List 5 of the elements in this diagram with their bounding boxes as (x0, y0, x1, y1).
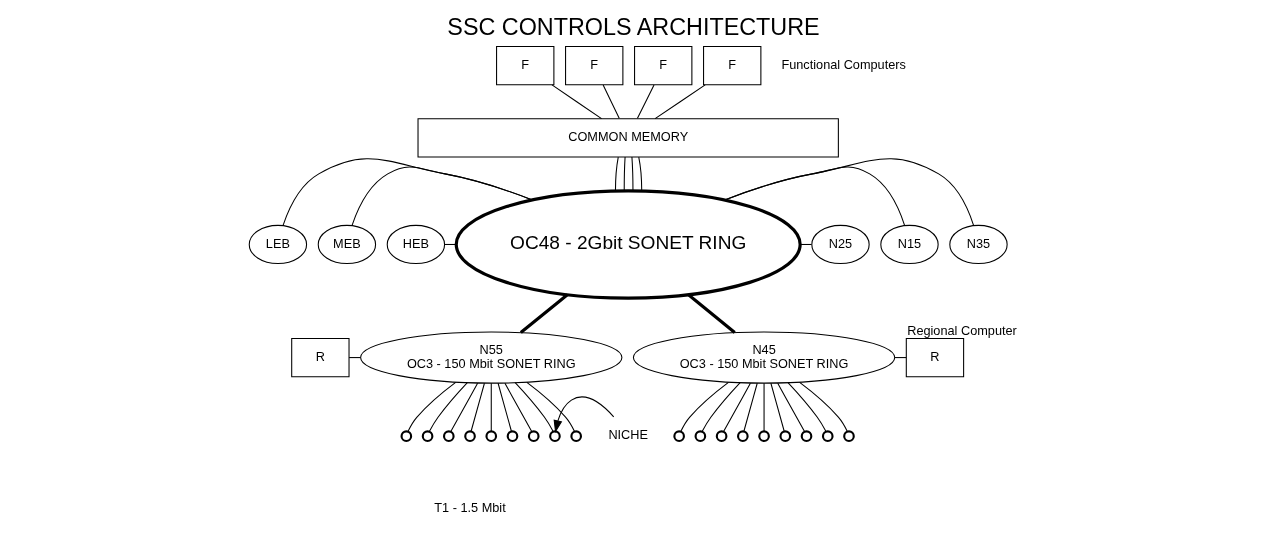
label: Functional Computers (781, 56, 906, 72)
node-label: Regional Computer (907, 322, 1017, 338)
node-text: NICHE (608, 427, 648, 443)
diagram-title: SSC CONTROLS ARCHITECTURE (447, 14, 820, 41)
label: T1 - 1.5 Mbit (434, 499, 506, 515)
